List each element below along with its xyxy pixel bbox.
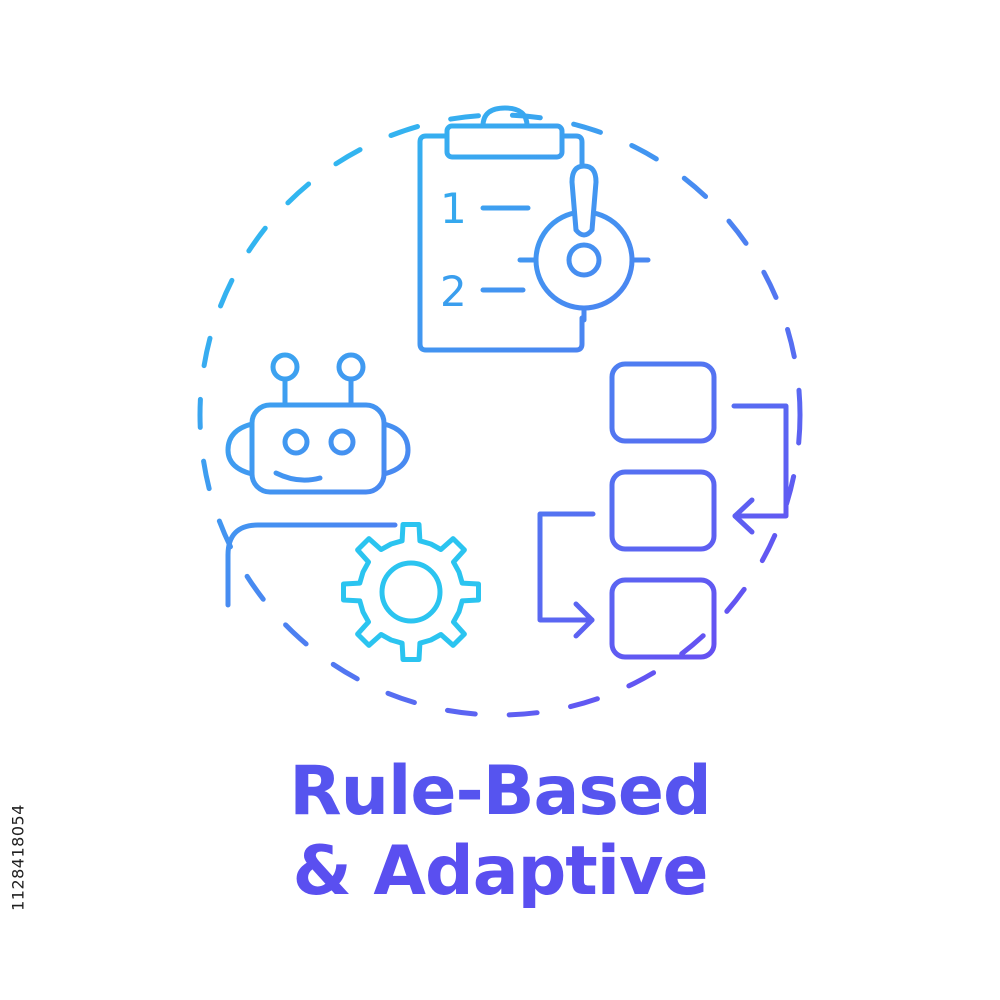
flowchart-icon [537,361,789,660]
checklist-number-2: 2 [440,267,467,316]
exclamation-icon [569,163,599,238]
clipboard-icon: 1 2 [417,105,585,353]
checklist-number-1: 1 [440,184,467,233]
stock-id-label: 1128418054 [8,804,28,911]
title-line-1: Rule-Based [289,752,711,831]
title-line-2: & Adaptive [292,832,708,911]
dashed-circle-frame [197,112,803,718]
gear-icon [341,522,481,662]
robot-icon [225,352,411,608]
